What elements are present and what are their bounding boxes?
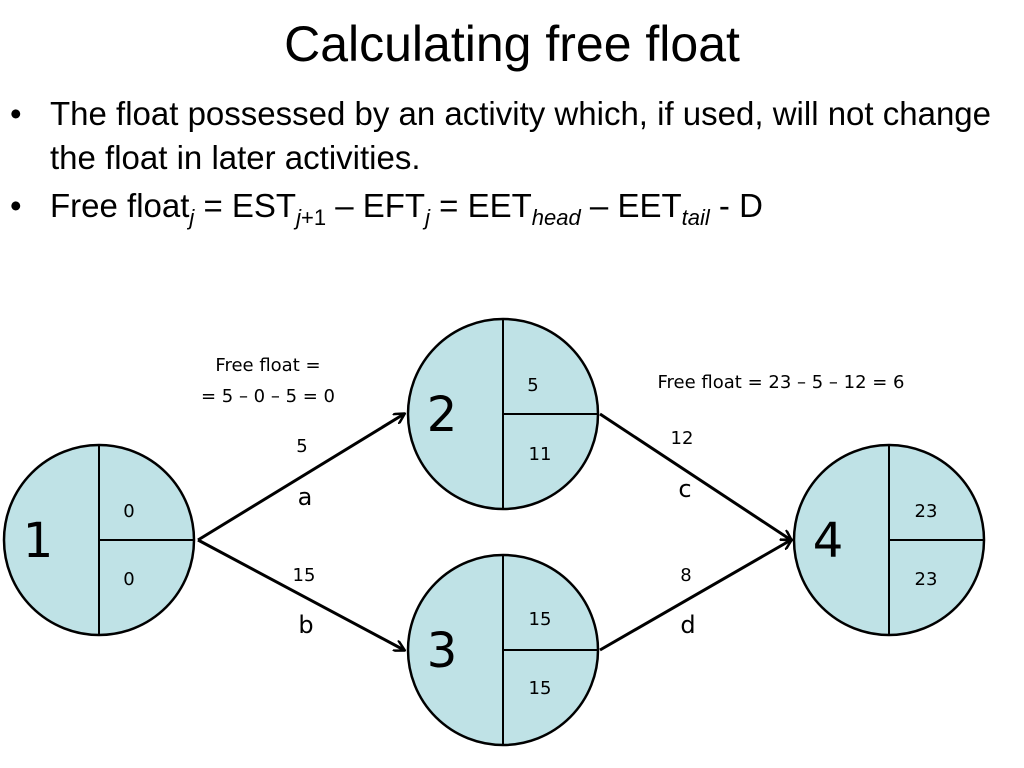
node-label: 1: [23, 513, 54, 569]
formula-part: – EFT: [326, 187, 426, 224]
free-float-note-a-line2: = 5 – 0 – 5 = 0: [201, 386, 335, 407]
formula-subscript: head: [531, 205, 581, 230]
bullet-marker: •: [10, 187, 22, 224]
node-let: 0: [123, 569, 134, 590]
node-let: 15: [529, 678, 552, 699]
definition-text: The float possessed by an activity which…: [50, 95, 991, 176]
bullet-definition: • The float possessed by an activity whi…: [10, 92, 1010, 180]
formula: Free floatj = ESTj+1 – EFTj = EEThead – …: [50, 187, 763, 229]
node-let: 23: [915, 569, 938, 590]
formula-subscript: j: [425, 205, 430, 230]
formula-subscript: tail: [681, 205, 710, 230]
node-label: 4: [813, 513, 844, 569]
node-eet: 15: [529, 609, 552, 630]
edge-a: [197, 414, 404, 542]
edge-b: [197, 538, 404, 650]
bullet-formula: • Free floatj = ESTj+1 – EFTj = EEThead …: [10, 184, 1010, 229]
formula-subscript: +1: [300, 205, 327, 230]
formula-part: – EET: [580, 187, 682, 224]
edge-c: [599, 412, 791, 540]
node-label: 2: [427, 387, 458, 443]
formula-part: Free float: [50, 187, 190, 224]
page-title: Calculating free float: [284, 16, 740, 72]
node-eet: 23: [915, 501, 938, 522]
node-1: 1 0 0: [2, 443, 196, 637]
edge-d: [599, 540, 791, 652]
bullet-list: • The float possessed by an activity whi…: [10, 92, 1010, 232]
node-eet: 5: [527, 375, 538, 396]
activity-d-label: d: [680, 611, 695, 639]
activity-c-duration: 12: [671, 428, 694, 449]
formula-part: = EST: [194, 187, 297, 224]
node-label: 3: [427, 623, 458, 679]
node-2: 2 5 11: [406, 317, 600, 511]
bullet-marker: •: [10, 95, 22, 132]
node-let: 11: [529, 444, 552, 465]
activity-b-duration: 15: [293, 565, 316, 586]
formula-subscript: j: [189, 205, 195, 230]
free-float-note-c: Free float = 23 – 5 – 12 = 6: [657, 372, 904, 393]
formula-subscript: j: [296, 205, 301, 230]
activity-a-label: a: [298, 483, 313, 511]
node-eet: 0: [123, 501, 134, 522]
node-3: 3 15 15: [406, 553, 600, 747]
activity-b-label: b: [298, 611, 313, 639]
formula-part: = EET: [430, 187, 532, 224]
activity-c-label: c: [678, 475, 691, 503]
formula-part: - D: [709, 187, 763, 224]
activity-d-duration: 8: [680, 565, 691, 586]
node-4: 4 23 23: [792, 443, 986, 637]
activity-a-duration: 5: [296, 436, 307, 457]
free-float-note-a-line1: Free float =: [215, 355, 320, 376]
